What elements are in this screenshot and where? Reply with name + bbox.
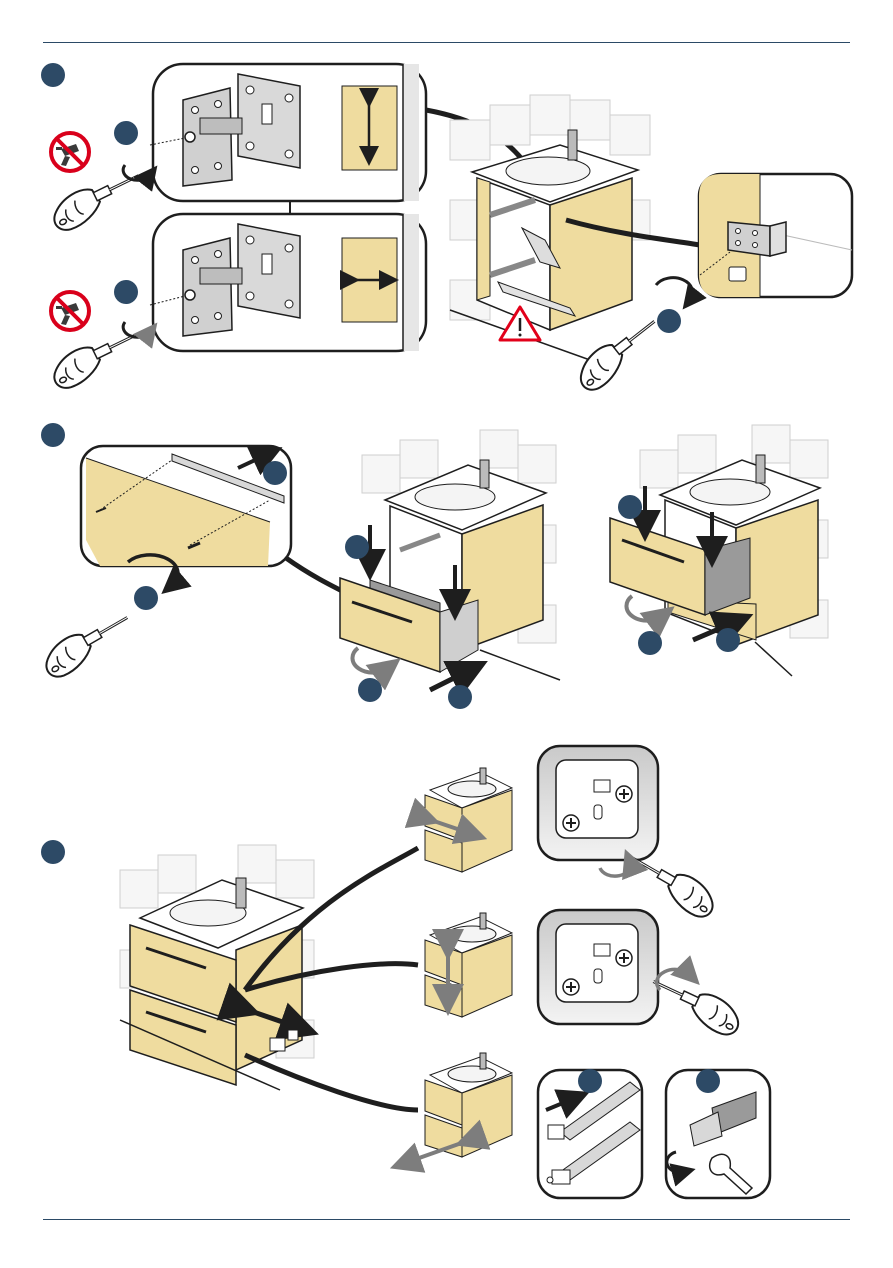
cabinet-open bbox=[450, 95, 650, 360]
step-badge-2b bbox=[134, 586, 158, 610]
top-rule bbox=[43, 42, 850, 43]
handle-mounting-callout bbox=[81, 446, 291, 566]
screwdriver-icon bbox=[571, 312, 666, 396]
step-badge-2f bbox=[618, 495, 642, 519]
step-badge-1 bbox=[41, 63, 65, 87]
rotate-arrow-icon bbox=[600, 862, 631, 876]
step-badge-1a bbox=[114, 121, 138, 145]
step-badge-2e bbox=[448, 685, 472, 709]
rotate-arrow-icon bbox=[656, 278, 693, 300]
no-drill-icon bbox=[51, 292, 89, 330]
cabinet-drawer-insert-upper bbox=[610, 425, 828, 676]
no-drill-icon bbox=[51, 133, 89, 171]
screwdriver-icon bbox=[38, 607, 137, 682]
step-badge-3b bbox=[696, 1069, 720, 1093]
hinge-vertical-adjust-callout bbox=[150, 64, 426, 201]
adjust-up-down bbox=[425, 913, 512, 1017]
adjust-depth bbox=[405, 1053, 512, 1163]
step-badge-3a bbox=[578, 1069, 602, 1093]
step-badge-3 bbox=[41, 840, 65, 864]
step-badge-2a bbox=[263, 461, 287, 485]
depth-adjust-detail-b bbox=[666, 1069, 770, 1198]
step-badge-2 bbox=[41, 423, 65, 447]
fitting-detail-height bbox=[538, 910, 658, 1024]
screwdriver-icon bbox=[47, 323, 147, 393]
adjust-side-to-side bbox=[425, 768, 512, 872]
step-badge-2d bbox=[358, 678, 382, 702]
step-badge-1b bbox=[114, 280, 138, 304]
section-drawer-front-alignment bbox=[41, 746, 770, 1198]
section-drawer-front-fitting bbox=[38, 423, 828, 709]
screw-label-box bbox=[270, 1038, 285, 1051]
step-badge-2c bbox=[345, 535, 369, 559]
step-badge-2g bbox=[638, 631, 662, 655]
cabinet-drawer-insert bbox=[340, 430, 560, 709]
screwdriver-icon bbox=[47, 165, 147, 235]
hinge-horizontal-adjust-callout bbox=[150, 214, 426, 351]
screwdriver-icon bbox=[645, 970, 745, 1039]
depth-adjust-detail-a bbox=[538, 1069, 642, 1198]
step-badge-1c bbox=[657, 309, 681, 333]
bottom-rule bbox=[43, 1219, 850, 1220]
fitting-detail-side bbox=[538, 746, 658, 860]
wall-bracket-detail bbox=[699, 174, 852, 297]
section-hinge-adjustment bbox=[41, 63, 852, 395]
screw-label-box bbox=[729, 267, 746, 281]
cabinet-two-drawers bbox=[120, 845, 314, 1090]
step-badge-2h bbox=[716, 628, 740, 652]
